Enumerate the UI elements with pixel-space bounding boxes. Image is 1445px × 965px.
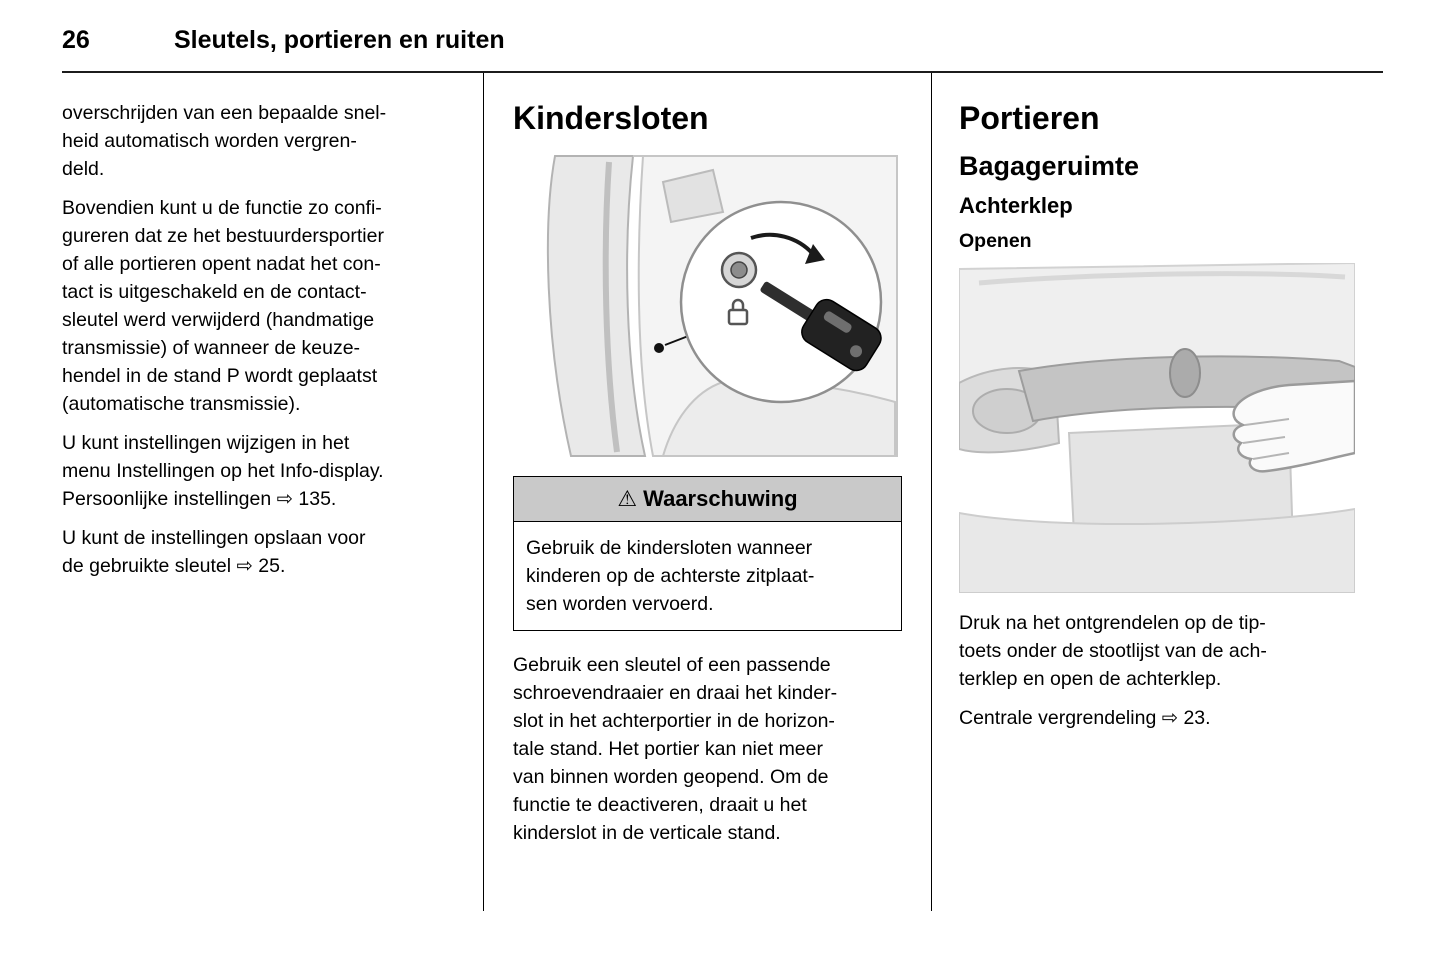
subsection-heading-bagageruimte: Bagageruimte [959,151,1140,182]
tailgate-open-illustration [958,262,1357,595]
hand-shape [1232,379,1357,473]
child-lock-illustration [546,155,898,458]
page-number: 26 [62,26,90,54]
page-title: Sleutels, portieren en ruiten [174,26,505,54]
paragraph: U kunt instellingen wijzigen in het menu… [62,432,384,510]
window-lower-line [978,271,1346,286]
padlock-shackle [731,299,745,311]
warning-triangle-icon: ⚠ [617,486,638,512]
warning-text: Gebruik de kindersloten wanneer kinderen… [526,537,815,616]
rotation-arrowhead [805,244,825,265]
finger-line-3 [1252,452,1290,461]
paragraph: Bovendien kunt u de functie zo confi- gu… [62,197,384,415]
paragraph: Gebruik een sleutel of een passende schr… [513,654,838,845]
key-blade [760,281,818,323]
rotation-arrow [750,233,815,256]
column-right: Portieren Bagageruimte Achterklep Openen [932,73,1383,911]
finger-line-2 [1242,436,1286,445]
page-header: 26 Sleutels, portieren en ruiten [62,26,1383,73]
key-button [823,311,852,333]
tailgate-figure [958,262,1383,595]
weatherstrip-line [602,161,620,453]
child-lock-position-dot [654,343,664,354]
warning-box: ⚠Waarschuwing Gebruik de kindersloten wa… [513,476,902,632]
child-lock-figure [513,152,902,460]
paragraph: U kunt de instellingen opslaan voor de g… [62,527,366,577]
warning-title: Waarschuwing [643,486,798,512]
action-label-openen: Openen [959,230,1032,253]
key-ring-hole [850,345,863,358]
padlock-icon [727,308,749,326]
paragraph: Druk na het ontgrendelen op de tip- toet… [959,612,1267,691]
column-middle: Kindersloten [483,73,932,911]
section-heading-portieren: Portieren [959,100,1100,136]
subsubsection-heading-achterklep: Achterklep [959,192,1073,218]
paragraph: Centrale vergrendeling ⇨ 23. [959,707,1211,730]
hand-fingers [1232,379,1357,473]
content-columns: overschrijden van een bepaalde snel- hei… [62,73,1383,911]
warning-header: ⚠Waarschuwing [514,477,901,523]
hinge-shape [661,168,725,224]
badge-emblem [1169,348,1201,399]
lock-slot [730,261,748,279]
door-edge-shape [546,155,647,458]
paragraph: overschrijden van een bepaalde snel- hei… [62,102,387,180]
finger-line-1 [1244,418,1290,427]
key-shape [760,281,882,372]
bumper-shape [958,507,1356,595]
column-left: overschrijden van een bepaalde snel- hei… [62,73,483,911]
section-heading-kindersloten: Kindersloten [513,100,709,136]
